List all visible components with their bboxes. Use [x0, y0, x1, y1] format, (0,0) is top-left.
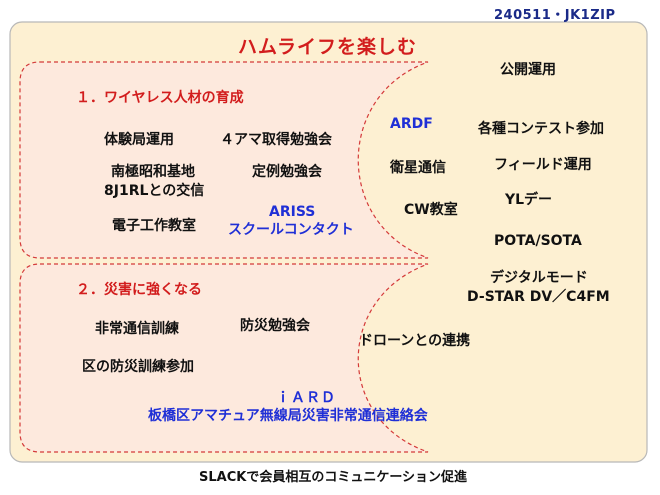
- item-pota: POTA/SOTA: [494, 233, 582, 249]
- item-ardf: ARDF: [390, 116, 433, 132]
- item-yonama: ４アマ取得勉強会: [220, 132, 332, 148]
- item-koukai: 公開運用: [500, 62, 556, 78]
- item-digital-line1: デジタルモード: [490, 270, 588, 286]
- item-ku-bousai: 区の防災訓練参加: [82, 359, 194, 375]
- item-contest: 各種コンテスト参加: [478, 121, 604, 137]
- footer-slack: SLACKで会員相互のコミュニケーション促進: [199, 470, 468, 485]
- region-wireless: [19, 61, 429, 259]
- item-denshi: 電子工作教室: [112, 218, 196, 234]
- item-cw: CW教室: [404, 202, 458, 218]
- item-iard-line1: ｉＡＲＤ: [276, 390, 336, 406]
- item-teirei: 定例勉強会: [252, 164, 322, 180]
- item-field: フィールド運用: [494, 157, 592, 173]
- item-bousai: 防災勉強会: [240, 318, 310, 334]
- item-nankyoku-line2: 8J1RLとの交信: [104, 183, 205, 199]
- item-ariss-line2: スクールコンタクト: [228, 222, 354, 238]
- section-title-disaster: ２．災害に強くなる: [76, 282, 202, 298]
- item-digital-line2: D-STAR DV／C4FM: [467, 289, 610, 305]
- section-title-wireless: １．ワイヤレス人材の育成: [76, 90, 244, 106]
- item-drone: ドローンとの連携: [359, 333, 471, 349]
- item-nankyoku-line1: 南極昭和基地: [111, 164, 195, 180]
- region-disaster: [19, 263, 429, 453]
- item-eisei: 衛星通信: [390, 160, 446, 176]
- item-ariss-line1: ARISS: [269, 204, 316, 220]
- main-title: ハムライフを楽しむ: [238, 36, 418, 58]
- date-callsign-stamp: 240511・JK1ZIP: [494, 8, 616, 23]
- item-yl: YLデー: [505, 192, 553, 208]
- item-taiken: 体験局運用: [104, 132, 174, 148]
- item-hijou: 非常通信訓練: [95, 321, 179, 337]
- item-iard-line2: 板橋区アマチュア無線局災害非常通信連絡会: [148, 408, 428, 424]
